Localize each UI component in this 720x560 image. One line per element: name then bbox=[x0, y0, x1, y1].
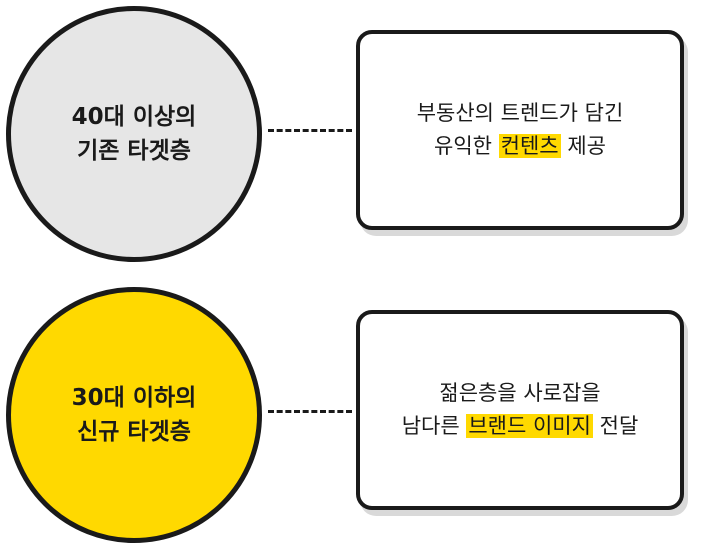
connector-line-bottom bbox=[268, 410, 352, 413]
content-card-line2-after: 제공 bbox=[560, 134, 606, 158]
connector-line-top bbox=[268, 129, 352, 132]
content-card-line2: 유익한 컨텐츠 제공 bbox=[434, 130, 606, 163]
brand-card-line2: 남다른 브랜드 이미지 전달 bbox=[401, 410, 639, 443]
existing-target-circle: 40대 이상의 기존 타겟층 bbox=[6, 6, 262, 262]
new-target-circle: 30대 이하의 신규 타겟층 bbox=[6, 287, 262, 543]
brand-strategy-card: 젊은층을 사로잡을 남다른 브랜드 이미지 전달 bbox=[356, 310, 684, 510]
content-card-line1: 부동산의 트렌드가 담긴 bbox=[416, 101, 624, 126]
brand-card-line2-after: 전달 bbox=[592, 414, 639, 438]
brand-card-line1: 젊은층을 사로잡을 bbox=[439, 381, 601, 406]
brand-card-line2-before: 남다른 bbox=[401, 414, 467, 438]
content-strategy-card: 부동산의 트렌드가 담긴 유익한 컨텐츠 제공 bbox=[356, 30, 684, 230]
existing-target-line2: 기존 타겟층 bbox=[77, 138, 191, 164]
content-card-line2-before: 유익한 bbox=[434, 134, 499, 158]
content-highlight: 컨텐츠 bbox=[498, 134, 561, 158]
brand-image-highlight: 브랜드 이미지 bbox=[466, 414, 593, 438]
existing-target-line1: 40대 이상의 bbox=[71, 103, 197, 130]
new-target-line2: 신규 타겟층 bbox=[77, 419, 191, 445]
new-target-line1: 30대 이하의 bbox=[71, 384, 197, 411]
